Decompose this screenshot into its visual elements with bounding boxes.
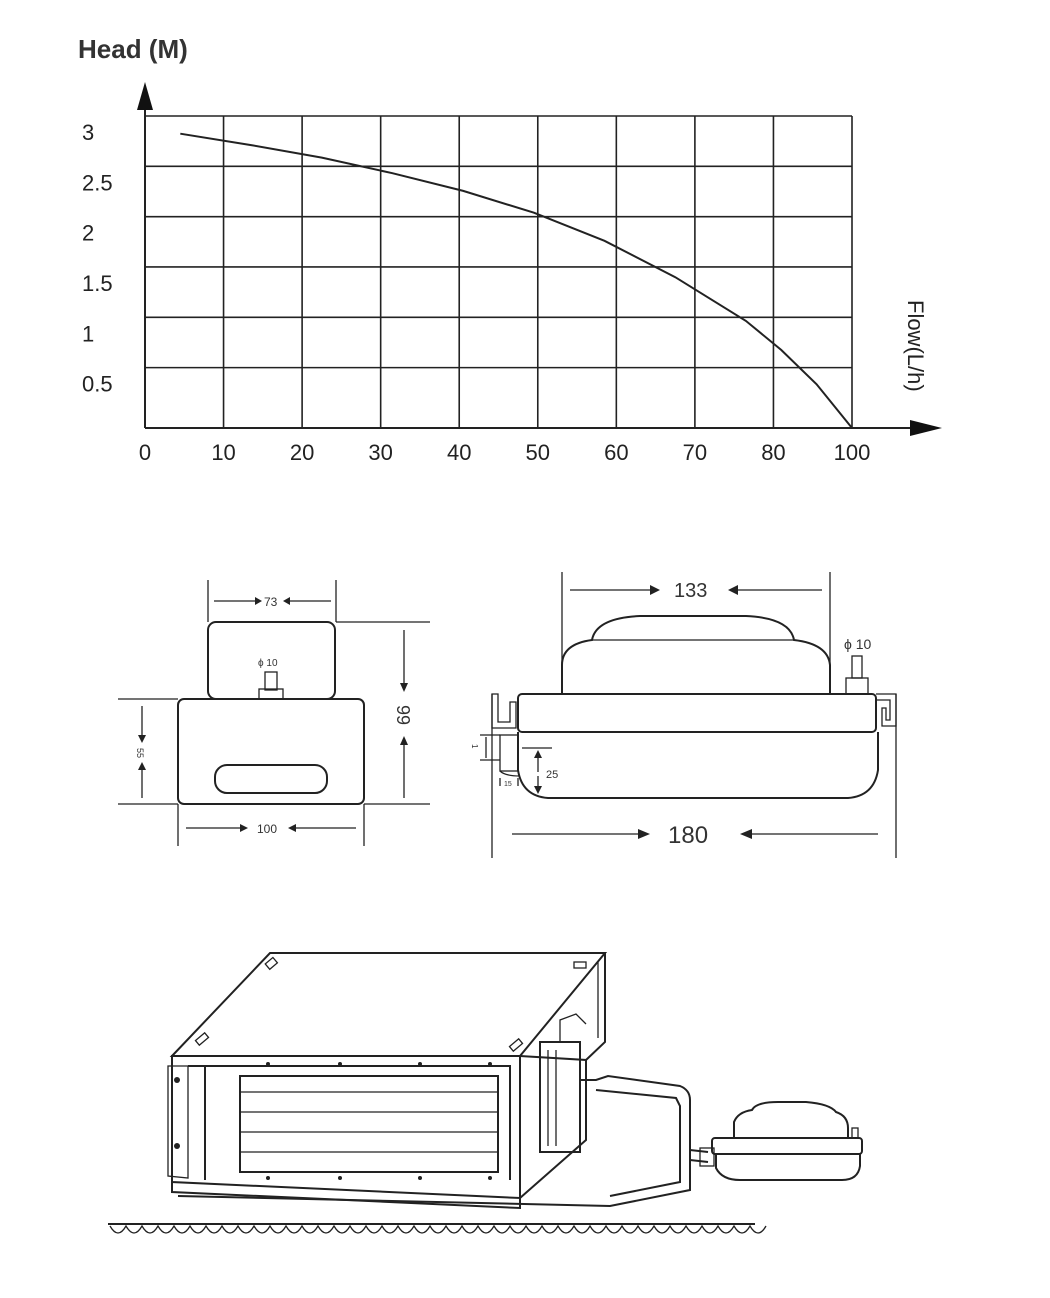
dim-top-width: 73 <box>264 595 278 609</box>
y-tick-label: 1 <box>82 321 94 346</box>
y-tick-label: 2 <box>82 221 94 246</box>
y-tick-labels: 3 2.5 2 1.5 1 0.5 <box>82 120 113 397</box>
side-inlet <box>499 734 519 772</box>
y-axis-arrow-icon <box>137 82 153 110</box>
y-tick-label: 1.5 <box>82 271 113 296</box>
front-window <box>214 764 328 794</box>
pump-tray <box>715 1154 861 1181</box>
y-tick-label: 0.5 <box>82 372 113 397</box>
chart-grid <box>144 115 853 428</box>
dim-span-top: 133 <box>674 580 707 602</box>
x-tick-label: 20 <box>290 440 314 465</box>
ceiling-texture <box>109 1224 767 1234</box>
x-tick-label: 50 <box>526 440 550 465</box>
front-outlet-label: ϕ 10 <box>258 658 278 669</box>
front-view: ϕ 10 73 99 55 100 <box>118 580 430 846</box>
dim-bottom-width: 100 <box>257 822 277 836</box>
x-tick-label: 70 <box>683 440 707 465</box>
x-tick-label: 30 <box>368 440 392 465</box>
x-tick-label: 60 <box>604 440 628 465</box>
x-axis-arrow-icon <box>910 420 942 436</box>
front-outlet-base <box>258 688 284 700</box>
pump-curve-chart: Head (M) 3 2.5 2 1.5 1 0.5 0 10 20 30 40 50 60 70 80 1… <box>78 34 942 465</box>
y-axis-label: Head (M) <box>78 34 188 64</box>
y-tick-label: 3 <box>82 120 94 145</box>
unit-top-panel <box>169 952 608 1057</box>
dim-small-b: 15 <box>504 781 512 788</box>
y-tick-label: 2.5 <box>82 170 113 195</box>
side-lid <box>517 693 877 733</box>
side-dome <box>561 615 831 694</box>
dimension-drawings: ϕ 10 73 99 55 100 <box>108 572 897 1234</box>
dim-depth: 25 <box>546 769 558 781</box>
pump-lid <box>711 1137 863 1155</box>
front-outlet <box>264 671 278 691</box>
dim-span-bottom: 180 <box>668 822 708 849</box>
side-outlet-label: ϕ 10 <box>844 636 872 652</box>
x-tick-label: 10 <box>211 440 235 465</box>
x-tick-label: 100 <box>834 440 871 465</box>
x-tick-labels: 0 10 20 30 40 50 60 70 80 100 <box>139 440 870 465</box>
side-outlet-base <box>845 677 869 695</box>
x-tick-label: 0 <box>139 440 151 465</box>
x-tick-label: 40 <box>447 440 471 465</box>
side-view: ϕ 10 133 25 1 15 180 <box>470 572 897 858</box>
unit-coil <box>239 1075 499 1173</box>
dim-body-height: 55 <box>135 748 145 758</box>
unit-front-frame <box>171 1055 521 1200</box>
side-outlet <box>851 655 863 679</box>
installation-illustration <box>108 952 863 1234</box>
front-body <box>177 698 365 805</box>
side-tray <box>517 732 879 799</box>
x-tick-label: 80 <box>761 440 785 465</box>
dim-total-height: 99 <box>393 705 413 725</box>
dim-small-a: 1 <box>470 744 479 749</box>
drain-pipe <box>177 1074 691 1208</box>
x-axis-label: Flow(L/h) <box>903 300 928 392</box>
pump-dome <box>733 1101 849 1138</box>
series-line <box>180 132 853 429</box>
